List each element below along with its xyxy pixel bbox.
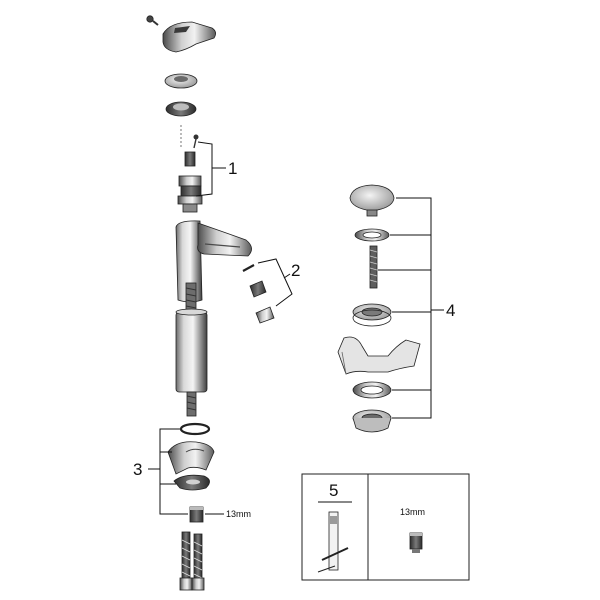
handle-set-screw xyxy=(146,15,159,26)
callout-1-bracket xyxy=(195,141,226,197)
callout-1-label: 1 xyxy=(228,159,237,178)
box-hex-nut xyxy=(409,532,423,553)
callout-3-label: 3 xyxy=(133,460,142,479)
aerator xyxy=(249,280,267,298)
callout-3-bracket xyxy=(148,428,188,515)
cartridge-nut xyxy=(165,101,197,117)
callout-2-bracket xyxy=(257,258,293,307)
waste-gasket xyxy=(354,228,390,242)
callout-2-label: 2 xyxy=(291,261,300,280)
callout-4-bracket xyxy=(378,197,444,419)
faucet-body xyxy=(175,220,252,303)
flexible-hoses xyxy=(179,531,205,591)
waste-flange xyxy=(352,303,392,327)
horseshoe-washer xyxy=(167,441,215,475)
callout-4-label: 4 xyxy=(446,301,455,320)
wrench-size-label-left: 13mm xyxy=(226,509,251,519)
cartridge xyxy=(177,175,203,213)
cap-ring xyxy=(164,73,198,89)
extension-tube xyxy=(175,308,208,393)
special-wrench-tool xyxy=(317,511,349,573)
cartridge-adapter xyxy=(184,151,196,167)
callout-5-label: 5 xyxy=(329,481,338,500)
basin-section xyxy=(337,336,421,375)
tool-box xyxy=(301,473,470,581)
hex-nut xyxy=(189,506,204,523)
pop-up-cap xyxy=(349,184,395,217)
lever-handle xyxy=(162,21,216,53)
lower-threaded-rod xyxy=(186,391,197,417)
pop-up-stem xyxy=(369,245,378,289)
cartridge-screw xyxy=(193,134,199,149)
aerator-insert xyxy=(255,306,275,324)
wrench-size-label-box: 13mm xyxy=(400,507,425,517)
waste-body xyxy=(352,409,392,433)
aerator-washer xyxy=(242,264,255,272)
mounting-plate xyxy=(173,474,210,491)
o-ring xyxy=(179,422,211,436)
waste-lower-ring xyxy=(352,381,392,399)
